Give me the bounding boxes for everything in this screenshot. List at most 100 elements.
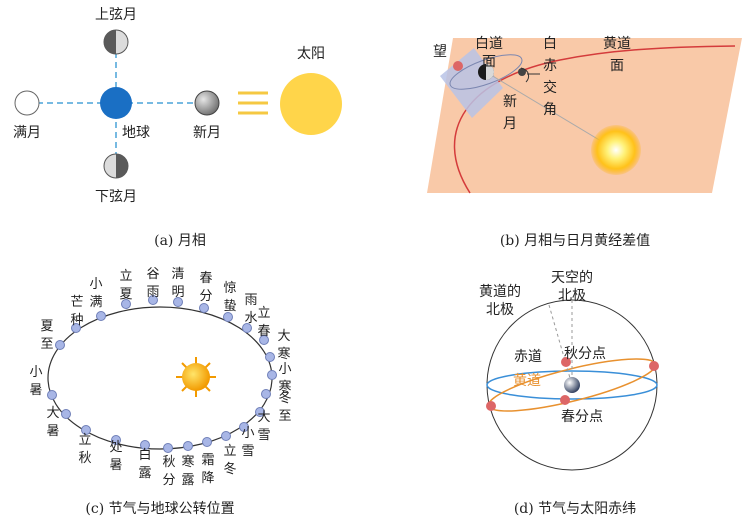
ecliptic-pole-label-1: 黄道的 [479, 283, 521, 300]
caption-c: (c) 节气与地球公转位置 [85, 501, 234, 517]
solar-term-label: 霜 [201, 453, 214, 468]
solar-term-label: 暑 [46, 424, 59, 439]
celestial-pole-label-2: 北极 [558, 288, 586, 304]
autumn-equinox-label: 秋分点 [564, 346, 606, 362]
bai-chi-angle-3: 交 [543, 79, 557, 96]
solar-term-label: 谷 [146, 267, 159, 282]
solar-term-label: 露 [181, 473, 194, 488]
solar-term-label: 春 [257, 324, 270, 339]
solar-term-labels: 小满立夏谷雨清明春分惊蛰雨水立春大寒小寒冬至大雪小雪立冬霜降寒露秋分白露处暑立秋… [29, 267, 291, 488]
solar-term-label: 水 [244, 311, 257, 326]
solar-term-label: 雪 [241, 444, 254, 459]
bai-chi-angle-4: 角 [543, 102, 557, 118]
solar-term-dot [56, 341, 65, 350]
solar-term-dot [48, 391, 57, 400]
new-moon-label: 新月 [193, 125, 221, 141]
solar-term-dot [184, 442, 193, 451]
solar-term-label: 惊 [223, 281, 236, 296]
celestial-pole-label-1: 天空的 [551, 270, 593, 286]
wang-label: 望 [433, 44, 447, 60]
sun-label: 太阳 [297, 46, 325, 62]
solar-term-label: 小 [29, 365, 42, 380]
solar-term-label: 雨 [146, 285, 159, 300]
solar-term-label: 雪 [257, 428, 270, 443]
solar-term-label: 满 [89, 295, 102, 310]
spring-equinox-point [560, 395, 570, 405]
sunlight-rays [238, 93, 268, 113]
panel-b-elongation: 望 白道 面 白 赤 交 角 黄道 面 新 月 (b) 月相与日月黄经差值 [427, 35, 742, 249]
solar-term-dot [268, 371, 277, 380]
equator-label: 赤道 [514, 349, 542, 365]
solar-term-dot [262, 390, 271, 399]
solar-term-label: 种 [70, 313, 83, 328]
solar-term-dot [203, 438, 212, 447]
solar-term-label: 降 [201, 471, 214, 486]
earth [100, 87, 132, 119]
new-moon-b-label-1: 新 [503, 94, 517, 110]
full-moon-label: 满月 [13, 125, 41, 141]
solar-term-label: 秋 [162, 455, 175, 470]
solar-term-label: 清 [171, 267, 184, 282]
last-quarter-label: 下弦月 [95, 189, 137, 205]
caption-a: (a) 月相 [154, 233, 206, 249]
solar-term-label: 冬 [223, 461, 236, 477]
new-moon-b-label-2: 月 [503, 116, 517, 132]
solar-term-label: 小 [278, 362, 291, 377]
solar-term-label: 寒 [181, 454, 194, 470]
bai-chi-angle-2: 赤 [543, 58, 557, 74]
solar-term-label: 夏 [40, 319, 53, 334]
solar-term-label: 大 [46, 406, 59, 421]
solar-term-label: 雨 [244, 293, 257, 308]
solar-term-label: 处 [109, 440, 122, 455]
panel-a-moon-phases: 上弦月 满月 地球 新月 下弦月 太阳 (a) 月相 [13, 7, 342, 249]
solar-term-label: 立 [257, 306, 270, 321]
solar-term-label: 小 [89, 277, 102, 292]
spring-equinox-label: 春分点 [561, 409, 603, 425]
earth-d [564, 377, 580, 393]
full-moon-position [453, 61, 463, 71]
solar-term-dot [97, 312, 106, 321]
solar-term-label: 蛰 [223, 299, 236, 314]
lunar-plane-label-2: 面 [482, 54, 496, 70]
lunar-plane-label-1: 白道 [475, 36, 503, 52]
solar-term-label: 明 [171, 285, 184, 300]
summer-solstice-point [649, 361, 659, 371]
caption-b: (b) 月相与日月黄经差值 [500, 232, 650, 249]
solar-term-dot [62, 410, 71, 419]
solar-term-label: 分 [162, 473, 175, 488]
solar-term-label: 立 [119, 269, 132, 284]
solar-term-label: 小 [241, 426, 254, 441]
full-moon [15, 91, 39, 115]
solar-term-dot [164, 444, 173, 453]
solar-term-label: 暑 [109, 458, 122, 473]
solar-term-label: 寒 [277, 346, 290, 362]
solar-term-label: 芒 [70, 294, 83, 310]
solar-term-label: 立 [223, 444, 236, 459]
solar-term-dot [266, 353, 275, 362]
solar-term-label: 至 [40, 337, 53, 352]
solar-term-label: 秋 [78, 451, 91, 466]
solar-term-label: 立 [78, 433, 91, 448]
solar-term-label: 冬 [278, 390, 291, 406]
panel-c-solar-terms: 小满立夏谷雨清明春分惊蛰雨水立春大寒小寒冬至大雪小雪立冬霜降寒露秋分白露处暑立秋… [29, 267, 291, 517]
ecliptic-pole-label-2: 北极 [486, 302, 514, 318]
ecliptic-plane-label-2: 面 [610, 58, 624, 74]
ecliptic-plane-label-1: 黄道 [603, 35, 631, 52]
solar-term-label: 露 [138, 466, 151, 481]
sun [280, 73, 342, 135]
solar-term-dot [200, 304, 209, 313]
solar-term-label: 大 [257, 410, 270, 425]
caption-d: (d) 节气与太阳赤纬 [514, 501, 636, 517]
solar-term-label: 大 [277, 329, 290, 344]
sun-c [176, 357, 216, 397]
last-quarter-moon [104, 154, 128, 178]
earth-label: 地球 [122, 125, 150, 141]
ecliptic-label: 黄道 [513, 372, 541, 389]
first-quarter-label: 上弦月 [95, 7, 137, 23]
solar-term-label: 至 [278, 409, 291, 424]
solar-term-label: 白 [138, 447, 151, 463]
first-quarter-moon [104, 30, 128, 54]
solar-term-label: 分 [199, 289, 212, 304]
solar-term-label: 春 [199, 271, 212, 286]
